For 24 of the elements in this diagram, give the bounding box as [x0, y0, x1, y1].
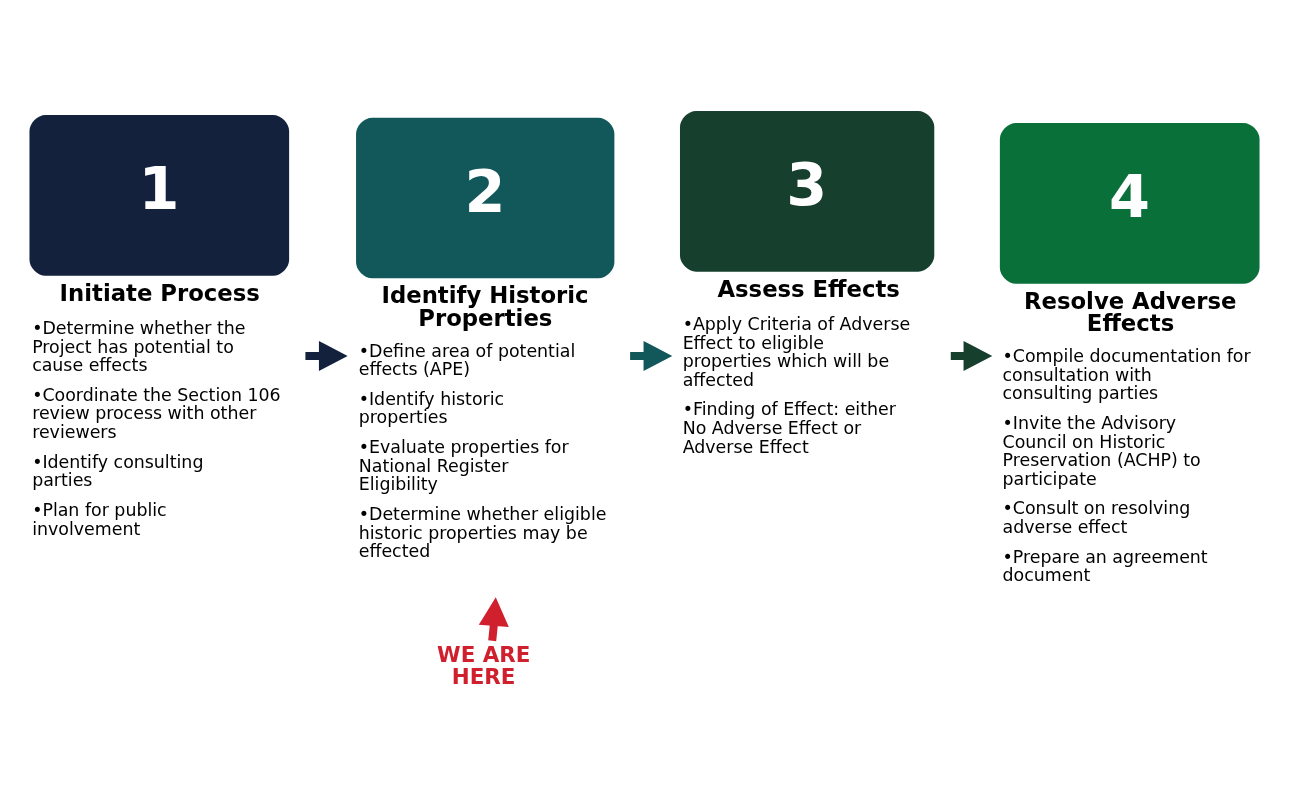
- node-box: 3: [679, 111, 935, 272]
- node-text: WE ARE HERE: [437, 642, 531, 689]
- node-label: •Finding of Effect: either No Adverse Effect or Adverse Effect: [682, 399, 896, 457]
- node-label: •Determine whether the Project has potential to cause effects: [32, 317, 246, 376]
- node-label: •Invite the Advisory Council on Historic Preservation (ACHP) to participate: [1002, 412, 1201, 490]
- node-label: •Identify historic properties: [358, 388, 505, 428]
- node-label: •Evaluate properties for National Register Eligibility: [358, 436, 569, 495]
- node-box: 1: [29, 115, 290, 276]
- node-label: •Consult on resolving adverse effect: [1002, 498, 1191, 538]
- node-label: Resolve Adverse Effects: [1023, 287, 1237, 337]
- node-label: •Plan for public involvement: [32, 499, 167, 539]
- node-label: •Prepare an agreement document: [1002, 546, 1208, 586]
- node-label: Assess Effects: [717, 275, 900, 302]
- node-label: •Define area of potential effects (APE): [358, 340, 576, 380]
- node-label: •Coordinate the Section 106 review process with other reviewers: [32, 384, 281, 443]
- node-box: 4: [999, 123, 1260, 284]
- node-label: •Compile documentation for consultation with consulting parties: [1002, 345, 1251, 404]
- node-box: 2: [356, 117, 615, 279]
- node-label: •Apply Criteria of Adverse Effect to eligible properties which will be affected: [682, 313, 911, 390]
- node-label: •Identify consulting parties: [32, 451, 204, 491]
- arrow: [478, 597, 509, 642]
- node-label: Initiate Process: [59, 279, 260, 306]
- node-label: •Determine whether eligible historic properties may be effected: [358, 503, 607, 562]
- node-label: Identify Historic Properties: [381, 282, 589, 332]
